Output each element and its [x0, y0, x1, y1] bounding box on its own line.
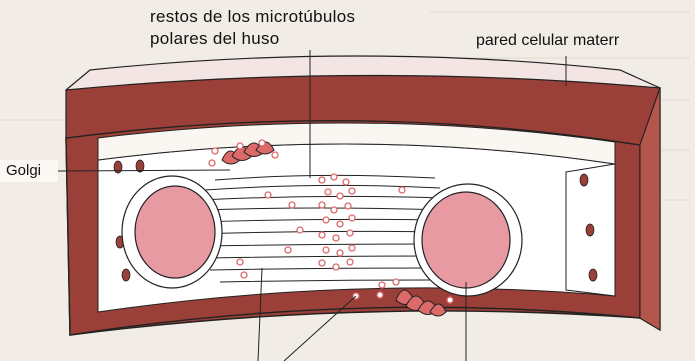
spindle-label-line-2: polares del huso: [150, 28, 355, 50]
left-daughter-nucleus: [122, 176, 222, 288]
spindle-remnants-label: restos de los microtúbulos polares del h…: [150, 6, 355, 50]
golgi-label: Golgi: [0, 160, 58, 182]
spindle-label-line-1: restos de los microtúbulos: [150, 6, 355, 28]
right-daughter-nucleus: [414, 184, 522, 296]
cell-wall-label: pared celular materr: [476, 32, 619, 50]
